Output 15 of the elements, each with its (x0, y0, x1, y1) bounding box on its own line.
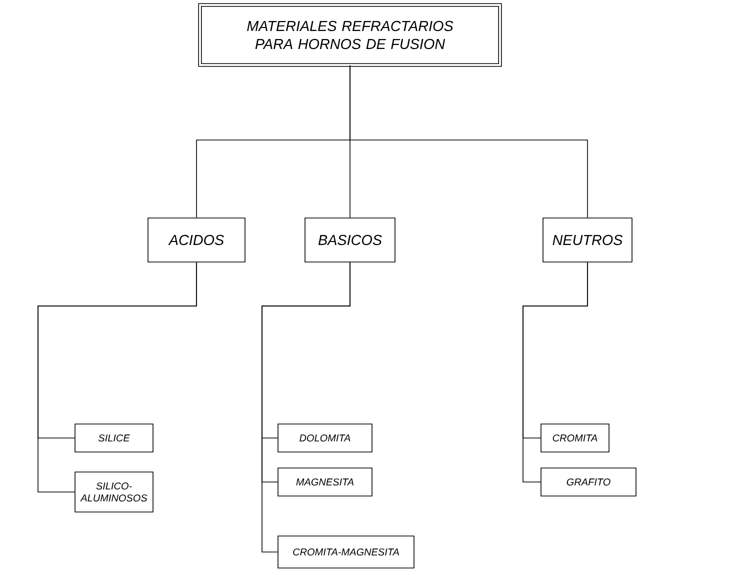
connector-line (350, 65, 588, 218)
material-box: MAGNESITA (278, 468, 372, 496)
material-box: CROMITA (540, 424, 610, 452)
category-box: ACIDOS (148, 218, 246, 262)
material-box: SILICE (74, 424, 154, 452)
category-box: NEUTROS (542, 218, 632, 262)
category-box: BASICOS (304, 218, 396, 262)
material-box: SILICO-ALUMINOSOS (74, 472, 154, 512)
material-box: DOLOMITA (278, 424, 372, 452)
title-box: MATERIALES REFRACTARIOS PARA HORNOS DE FUSION (198, 3, 502, 67)
material-box: CROMITA-MAGNESITA (278, 536, 414, 568)
connector-line (38, 262, 197, 492)
material-box: GRAFITO (540, 468, 636, 496)
connector-line (522, 262, 588, 482)
connector-line (262, 262, 350, 552)
